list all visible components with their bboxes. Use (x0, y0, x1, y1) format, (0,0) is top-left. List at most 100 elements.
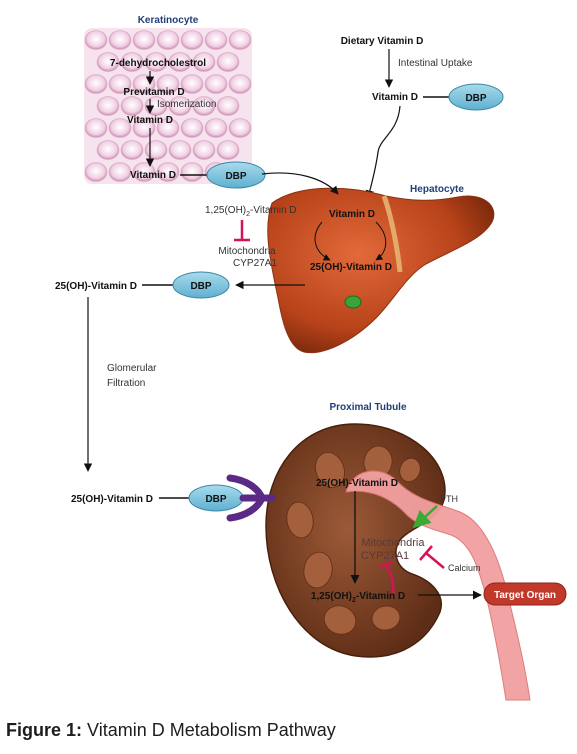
kidney-mito-label: Mitochondria (362, 537, 426, 549)
filtration-label: Filtration (107, 378, 145, 389)
liver-organ (267, 187, 495, 354)
skin-cell (204, 74, 228, 94)
skin-cell (228, 74, 252, 94)
skin-cell (108, 74, 132, 94)
filtrate-25oh-vitamin-d: 25(OH)-Vitamin D (71, 494, 153, 505)
skin-cell (96, 52, 120, 72)
kidney-medulla-lobes (286, 445, 421, 635)
intestine-panel: Dietary Vitamin D Intestinal Uptake Vita… (341, 36, 504, 199)
blood-dbp-oval (172, 271, 230, 299)
skin-cell (108, 30, 132, 50)
skin-cell (216, 96, 240, 116)
skin-cell (168, 52, 192, 72)
target-organ-box (483, 582, 567, 606)
intestine-vitamin-d: Vitamin D (372, 92, 418, 103)
skin-cell (180, 162, 204, 182)
caption-label: Figure 1: (6, 720, 83, 740)
arrow-intestine-liver (365, 105, 401, 199)
kidney-lobe (399, 457, 421, 483)
kidney-25oh-vitamin-d: 25(OH)-Vitamin D (316, 478, 398, 489)
skin-cell (84, 30, 108, 50)
step-7-dehydrocholesterol: 7-dehydrocholestrol (110, 58, 206, 69)
skin-cell (180, 118, 204, 138)
figure-caption: Figure 1: Vitamin D Metabolism Pathway (6, 720, 566, 741)
keratinocyte-panel: Keratinocyte 7-dehydrocholestrol Previta… (84, 15, 266, 189)
step-previtamin-d: Previtamin D (123, 87, 184, 98)
kidney-lobe (286, 501, 314, 539)
glomerular-label: Glomerular (107, 363, 157, 374)
kidney-lobe (303, 551, 333, 589)
skin-cell (228, 30, 252, 50)
circulation-panel: 25(OH)-Vitamin D DBP Glomerular Filtrati… (55, 271, 305, 512)
blood-dbp-label: DBP (190, 281, 211, 292)
skin-cell (192, 96, 216, 116)
liver-panel: Hepatocyte Vitamin D 25(OH)-Vitamin D 1,… (205, 172, 495, 354)
skin-cell (120, 52, 144, 72)
skin-cell (204, 30, 228, 50)
skin-dbp-oval (206, 161, 266, 189)
kidney-lobe (323, 605, 357, 635)
feedback-inhibition-line (384, 565, 395, 595)
isomerization-label: Isomerization (157, 99, 216, 110)
liver-ligament (381, 195, 403, 273)
skin-cell (216, 52, 240, 72)
kidney-panel: Proximal Tubule 25(OH)-Vitamin D PTH Mit… (226, 402, 567, 701)
skin-cell (84, 118, 108, 138)
skin-cell (120, 96, 144, 116)
skin-cell (132, 30, 156, 50)
skin-cell (180, 30, 204, 50)
skin-cell (168, 96, 192, 116)
target-organ-label: Target Organ (494, 590, 556, 601)
calcium-label: Calcium (448, 563, 481, 573)
liver-enzyme-label: CYP27A1 (233, 258, 277, 269)
liver-mito-label: Mitochondria (218, 246, 276, 257)
skin-cell (108, 118, 132, 138)
kidney-enzyme-label: CYP27A1 (361, 550, 409, 562)
blood-25oh-vitamin-d: 25(OH)-Vitamin D (55, 281, 137, 292)
hepatocyte-title: Hepatocyte (410, 184, 464, 195)
skin-cell (156, 118, 180, 138)
keratinocyte-title: Keratinocyte (138, 15, 199, 26)
skin-cell (228, 118, 252, 138)
caption-text: Vitamin D Metabolism Pathway (82, 720, 336, 740)
intestine-dbp-label: DBP (465, 93, 486, 104)
calcium-inhibition-bar (419, 545, 433, 561)
skin-cell (144, 140, 168, 160)
skin-cell (108, 162, 132, 182)
arrow-skin-dbp-to-liver (261, 172, 339, 195)
pth-stimulation-arrow (412, 505, 438, 529)
skin-cell (168, 140, 192, 160)
gallbladder (344, 295, 362, 309)
skin-cell (96, 140, 120, 160)
calcium-inhibition-line (425, 552, 445, 569)
kidney-lobe (371, 605, 401, 631)
intestine-dbp-oval (448, 83, 504, 111)
skin-cell (156, 162, 180, 182)
liver-vitamin-d: Vitamin D (329, 209, 375, 220)
dietary-vitamin-d: Dietary Vitamin D (341, 36, 424, 47)
liver-25oh-vitamin-d: 25(OH)-Vitamin D (310, 262, 392, 273)
skin-cell (216, 140, 240, 160)
skin-cell (96, 96, 120, 116)
skin-cell (132, 162, 156, 182)
pth-label: PTH (440, 494, 458, 504)
kidney-lobe (315, 452, 345, 488)
filtrate-dbp-label: DBP (205, 494, 226, 505)
liver-cycle-right (375, 221, 387, 261)
intestinal-uptake-label: Intestinal Uptake (398, 58, 473, 69)
proximal-tubule-title: Proximal Tubule (329, 402, 406, 413)
kidney-125oh-vitamin-d: 1,25(OH)2-Vitamin D (311, 591, 405, 604)
liver-inhibitor-label: 1,25(OH)2-Vitamin D (205, 205, 297, 218)
skin-cell (84, 74, 108, 94)
skin-dbp-label: DBP (225, 171, 246, 182)
skin-cell (192, 52, 216, 72)
skin-cell (156, 74, 180, 94)
skin-vitamin-d: Vitamin D (130, 170, 176, 181)
skin-cell (156, 30, 180, 50)
feedback-inhibition-bar (378, 560, 394, 569)
skin-cell (84, 162, 108, 182)
step-vitamin-d: Vitamin D (127, 115, 173, 126)
skin-cell (204, 118, 228, 138)
skin-cell (192, 140, 216, 160)
